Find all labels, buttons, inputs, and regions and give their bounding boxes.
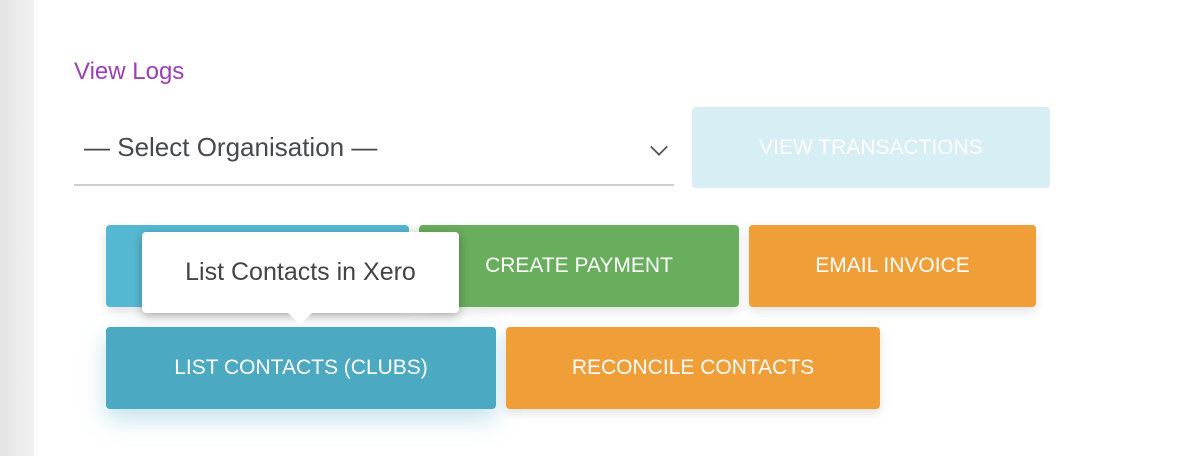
tooltip-arrow [288,313,312,325]
chevron-down-icon [650,138,668,156]
organisation-select[interactable]: — Select Organisation — [74,120,674,186]
view-transactions-button[interactable]: VIEW TRANSACTIONS [692,107,1050,188]
tooltip-text: List Contacts in Xero [185,258,416,286]
tooltip: List Contacts in Xero [142,232,459,325]
view-logs-link[interactable]: View Logs [74,58,185,85]
reconcile-contacts-button[interactable]: RECONCILE CONTACTS [506,327,880,409]
organisation-select-value: — Select Organisation — [84,132,378,162]
email-invoice-button[interactable]: EMAIL INVOICE [749,225,1036,307]
sidebar-edge [0,0,34,456]
list-contacts-clubs-button[interactable]: LIST CONTACTS (CLUBS) [106,327,496,409]
create-payment-button[interactable]: CREATE PAYMENT [419,225,739,307]
